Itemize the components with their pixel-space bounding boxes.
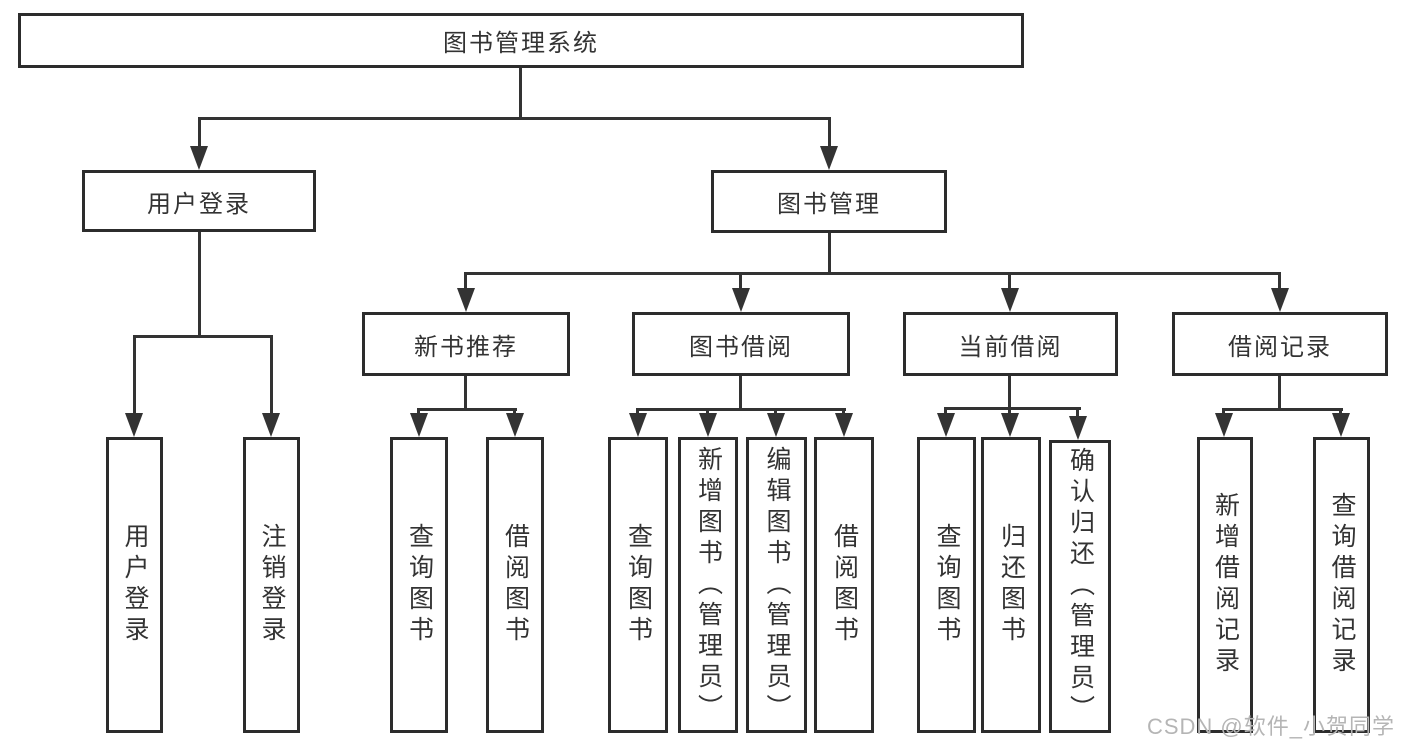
node-label: 图书管理系统 xyxy=(443,30,599,57)
connector-line xyxy=(464,272,467,292)
node-user-login: 用户登录 xyxy=(82,170,316,232)
connector-line xyxy=(842,408,845,416)
connector-line xyxy=(198,117,831,120)
node-label: 用户登录 xyxy=(147,190,251,218)
arrow-down-icon xyxy=(262,413,280,437)
leaf-newbook-query-books: 查询图书 xyxy=(390,437,448,733)
connector-line xyxy=(417,408,517,411)
connector-line xyxy=(1278,376,1281,410)
arrow-down-icon xyxy=(1215,413,1233,437)
arrow-down-icon xyxy=(699,413,717,437)
connector-line xyxy=(464,272,1281,275)
arrow-down-icon xyxy=(767,413,785,437)
node-label: 图书借阅 xyxy=(689,333,793,361)
arrow-down-icon xyxy=(835,413,853,437)
connector-line xyxy=(739,376,742,410)
arrow-down-icon xyxy=(1271,288,1289,312)
leaf-newbook-borrow-books: 借阅图书 xyxy=(486,437,544,733)
connector-line xyxy=(519,68,522,118)
leaf-current-query-books: 查询图书 xyxy=(917,437,976,733)
node-label: 注销登录 xyxy=(258,523,286,647)
arrow-down-icon xyxy=(629,413,647,437)
connector-line xyxy=(1008,272,1011,292)
leaf-logout: 注销登录 xyxy=(243,437,300,733)
node-label: 当前借阅 xyxy=(958,333,1063,361)
arrow-down-icon xyxy=(1069,416,1087,440)
connector-line xyxy=(636,408,639,416)
connector-line xyxy=(944,407,1081,410)
leaf-borrow-edit-books-admin: 编辑图书（管理员） xyxy=(746,437,807,733)
arrow-down-icon xyxy=(457,288,475,312)
leaf-current-confirm-return-admin: 确认归还（管理员） xyxy=(1049,440,1111,733)
node-label: 查询图书 xyxy=(624,523,653,647)
connector-line xyxy=(133,335,273,338)
node-label: 查询图书 xyxy=(405,523,434,647)
connector-line xyxy=(636,408,846,411)
node-label: 确认归还（管理员） xyxy=(1066,447,1095,726)
connector-line xyxy=(133,335,136,417)
connector-line xyxy=(417,408,420,416)
csdn-watermark: CSDN @软件_小贺同学 xyxy=(1146,714,1395,739)
connector-line xyxy=(464,376,467,410)
arrow-down-icon xyxy=(937,413,955,437)
node-library-system: 图书管理系统 xyxy=(18,13,1024,68)
connector-line xyxy=(270,335,273,417)
connector-line xyxy=(828,117,831,150)
node-label: 借阅图书 xyxy=(830,523,859,647)
node-book-management: 图书管理 xyxy=(711,170,947,233)
arrow-down-icon xyxy=(410,413,428,437)
node-label: 图书管理 xyxy=(777,191,881,218)
node-label: 归还图书 xyxy=(997,523,1026,647)
node-new-book-recommend: 新书推荐 xyxy=(362,312,570,376)
connector-line xyxy=(1278,272,1281,292)
arrow-down-icon xyxy=(1001,413,1019,437)
node-label: 新书推荐 xyxy=(414,333,518,361)
leaf-borrow-query-books: 查询图书 xyxy=(608,437,668,733)
connector-line xyxy=(774,408,777,416)
leaf-user-login: 用户登录 xyxy=(106,437,163,733)
arrow-down-icon xyxy=(190,146,208,170)
node-label: 用户登录 xyxy=(121,523,149,647)
connector-line xyxy=(706,408,709,416)
connector-line xyxy=(1076,407,1079,419)
connector-line xyxy=(1008,376,1011,410)
node-label: 新增借阅记录 xyxy=(1211,492,1240,678)
connector-line xyxy=(1008,407,1011,416)
node-label: 编辑图书（管理员） xyxy=(763,445,791,725)
arrow-down-icon xyxy=(732,288,750,312)
node-borrowing-records: 借阅记录 xyxy=(1172,312,1388,376)
leaf-borrow-add-books-admin: 新增图书（管理员） xyxy=(678,437,738,733)
arrow-down-icon xyxy=(125,413,143,437)
arrow-down-icon xyxy=(820,146,838,170)
connector-line xyxy=(739,272,742,292)
node-label: 查询借阅记录 xyxy=(1328,492,1356,678)
node-label: 查询图书 xyxy=(933,523,961,647)
arrow-down-icon xyxy=(1332,413,1350,437)
node-label: 新增图书（管理员） xyxy=(694,445,723,725)
node-label: 借阅记录 xyxy=(1228,333,1332,361)
leaf-record-add-borrow-record: 新增借阅记录 xyxy=(1197,437,1253,733)
connector-line xyxy=(1222,408,1343,411)
leaf-current-return-books: 归还图书 xyxy=(981,437,1041,733)
arrow-down-icon xyxy=(506,413,524,437)
connector-line xyxy=(828,233,831,274)
connector-line xyxy=(944,407,947,416)
leaf-record-query-borrow-record: 查询借阅记录 xyxy=(1313,437,1370,733)
connector-line xyxy=(198,117,201,150)
connector-line xyxy=(1339,408,1342,416)
connector-line xyxy=(1222,408,1225,416)
connector-line xyxy=(513,408,516,416)
connector-line xyxy=(198,232,201,337)
leaf-borrow-borrow-books: 借阅图书 xyxy=(814,437,874,733)
node-label: 借阅图书 xyxy=(501,523,530,647)
node-current-borrowing: 当前借阅 xyxy=(903,312,1118,376)
arrow-down-icon xyxy=(1001,288,1019,312)
node-book-borrowing: 图书借阅 xyxy=(632,312,850,376)
